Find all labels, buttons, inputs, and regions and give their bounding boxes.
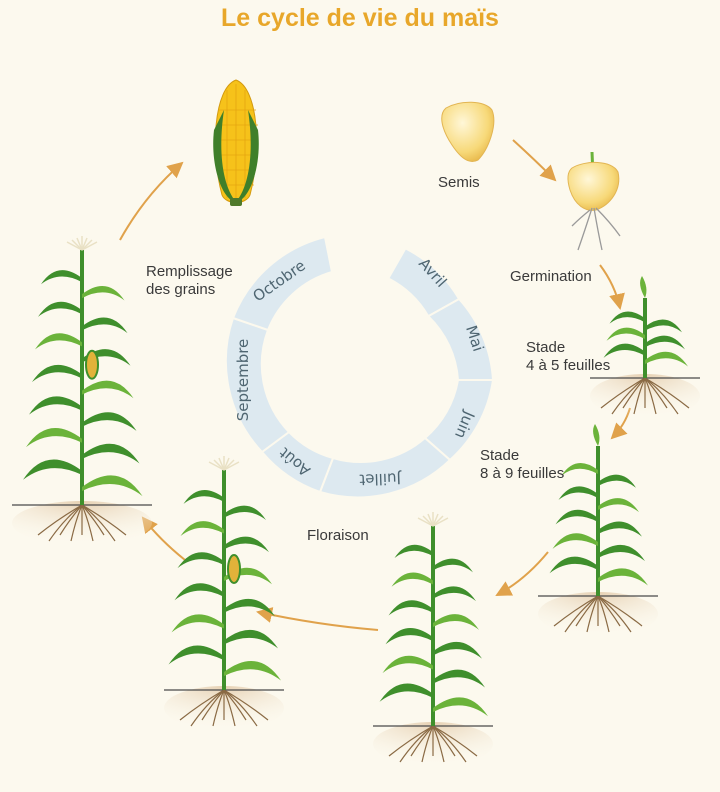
stage-label-floraison: Floraison bbox=[307, 527, 369, 544]
month-label-juillet: Juillet bbox=[359, 469, 402, 488]
arrow-remplissage-to-epi bbox=[119, 161, 184, 241]
germinating-seed-icon bbox=[567, 151, 621, 251]
plant-remplissage bbox=[12, 236, 152, 545]
stage-label-semis: Semis bbox=[438, 174, 480, 191]
plant-stade-8-9 bbox=[538, 424, 658, 636]
seed-icon bbox=[441, 101, 495, 162]
stage-label-remplissage-line2: des grains bbox=[146, 281, 216, 298]
corn-ear-icon bbox=[213, 79, 259, 206]
arrow-floraison-to-plant bbox=[256, 607, 379, 631]
stage-label-stade-8-9-line2: 8 à 9 feuilles bbox=[480, 465, 565, 482]
stage-label-stade-8-9-line1: Stade bbox=[480, 447, 520, 464]
month-ring: Avril Mai Juin Juillet Août Septembre Oc… bbox=[224, 235, 495, 499]
stage-label-stade-4-5-line2: 4 à 5 feuilles bbox=[526, 357, 611, 374]
month-label-septembre: Septembre bbox=[234, 339, 252, 422]
cycle-arrows bbox=[119, 139, 631, 631]
arrow-stade8-to-floraison bbox=[495, 551, 549, 596]
arrow-semis-to-germination bbox=[512, 139, 557, 182]
plant-stade-4-5 bbox=[590, 276, 700, 418]
stage-label-remplissage-line1: Remplissage bbox=[146, 263, 233, 280]
stage-label-germination: Germination bbox=[510, 268, 592, 285]
plant-floraison bbox=[373, 512, 493, 766]
plant-post-floraison bbox=[164, 456, 284, 730]
stage-label-stade-4-5-line1: Stade bbox=[526, 339, 566, 356]
arrow-germination-to-stade4 bbox=[599, 264, 625, 310]
month-segment-octobre bbox=[231, 235, 334, 332]
diagram-title: Le cycle de vie du maïs bbox=[221, 4, 499, 32]
